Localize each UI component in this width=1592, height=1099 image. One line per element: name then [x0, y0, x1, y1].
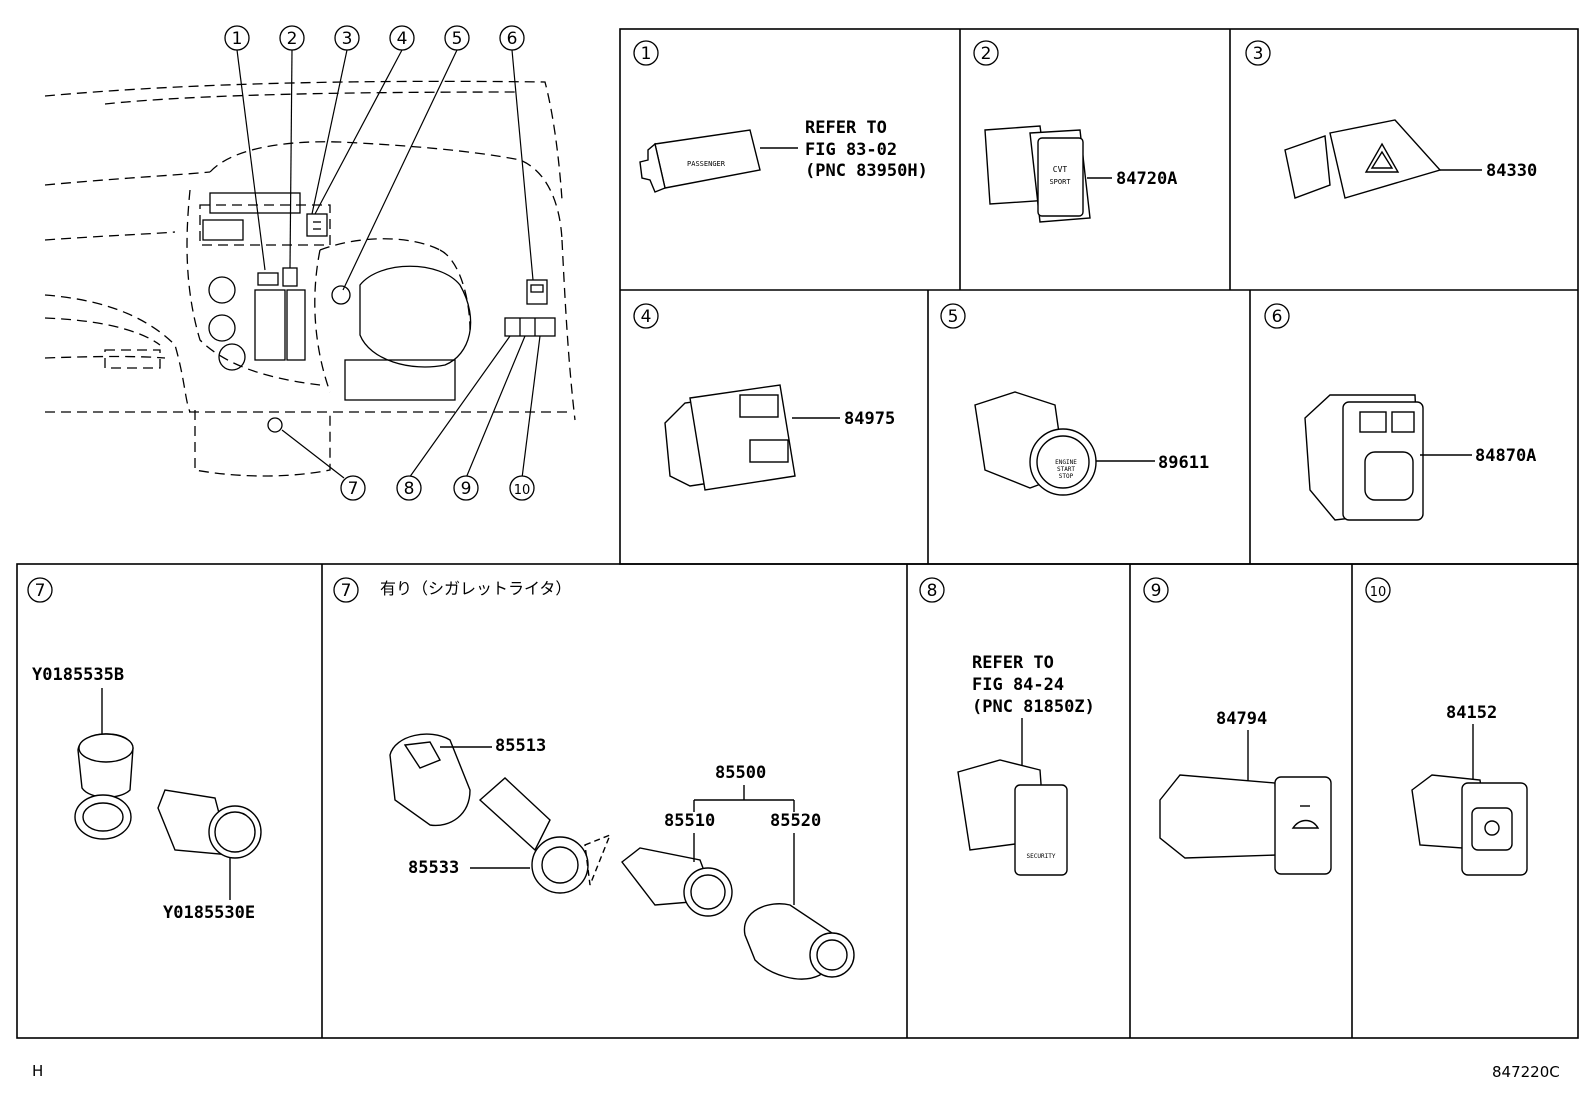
part-Y0185530E: Y0185530E — [163, 903, 255, 923]
panel-number-p1: 1 — [641, 44, 652, 64]
sport-text: SPORT — [1049, 178, 1071, 186]
panel-number-p7b: 7 — [341, 581, 352, 601]
callout-2-circle — [279, 25, 305, 51]
panel-number-p1-circle — [633, 40, 659, 66]
panel-8-switch-drawing: SECURITY — [957, 718, 1068, 876]
stop-text: STOP — [1059, 473, 1074, 480]
part-85520: 85520 — [770, 811, 821, 831]
panel-number-p4-circle — [633, 303, 659, 329]
part-84720A: 84720A — [1116, 169, 1177, 189]
callout-5-circle — [444, 25, 470, 51]
panel-7b-title: 有り（シガレットライタ） — [380, 579, 571, 598]
panel-number-p10: 10 — [1370, 585, 1387, 600]
panel-number-p5-circle — [940, 303, 966, 329]
refer-line-3: (PNC 81850Z) — [972, 697, 1095, 717]
panel-number-p6-circle — [1264, 303, 1290, 329]
dashboard-overview-solid — [202, 192, 556, 433]
part-85510: 85510 — [664, 811, 715, 831]
panel-7b-drawing — [389, 733, 855, 980]
callout-7-circle — [340, 475, 366, 501]
panel-9-switch-drawing — [1159, 730, 1332, 875]
panel-number-p7a: 7 — [35, 581, 46, 601]
panel-number-p4: 4 — [641, 307, 652, 327]
refer-line-3: (PNC 83950H) — [805, 161, 928, 181]
part-84330: 84330 — [1486, 161, 1537, 181]
callout-2: 2 — [287, 29, 298, 49]
callout-leaders — [236, 49, 541, 479]
panel-4-switch-drawing — [664, 384, 840, 491]
callouts-bottom: 7 8 9 10 — [340, 475, 535, 501]
callout-4: 4 — [397, 29, 408, 49]
part-Y0185535B: Y0185535B — [32, 665, 124, 685]
footer-left-code: H — [32, 1062, 44, 1080]
panel-5-switch-drawing: ENGINE START STOP — [974, 391, 1155, 496]
refer-line-1: REFER TO — [972, 653, 1054, 673]
part-89611: 89611 — [1158, 453, 1209, 473]
upper-panels-frame — [619, 28, 1579, 565]
callout-5: 5 — [452, 29, 463, 49]
callout-8: 8 — [404, 479, 415, 499]
engine-text: ENGINE — [1055, 459, 1077, 466]
callout-9: 9 — [461, 479, 472, 499]
panel-10-switch-drawing — [1411, 724, 1528, 876]
panel-number-p7a-circle — [27, 577, 53, 603]
panel-8-refer: REFER TO FIG 84-24 (PNC 81850Z) — [972, 653, 1095, 717]
refer-line-2: FIG 84-24 — [972, 675, 1064, 695]
callouts-top: 1 2 3 4 5 6 — [224, 25, 525, 51]
callout-3: 3 — [342, 29, 353, 49]
panel-number-p9-circle — [1143, 577, 1169, 603]
callout-6: 6 — [507, 29, 518, 49]
cvt-text: CVT — [1053, 165, 1068, 174]
footer-figure-code: 847220C — [1492, 1063, 1560, 1081]
callout-6-circle — [499, 25, 525, 51]
security-text: SECURITY — [1027, 853, 1056, 860]
panel-7a-drawing — [74, 688, 262, 900]
refer-line-1: REFER TO — [805, 118, 887, 138]
lower-panels-frame — [16, 563, 1579, 1039]
panel-number-p8-circle — [919, 577, 945, 603]
panel-number-p5: 5 — [948, 307, 959, 327]
callout-1-circle — [224, 25, 250, 51]
callout-10-circle — [509, 475, 535, 501]
panel-number-p10-circle — [1365, 577, 1391, 603]
part-85513: 85513 — [495, 736, 546, 756]
start-text: START — [1057, 466, 1075, 473]
panel-number-p7b-circle — [333, 577, 359, 603]
part-84152: 84152 — [1446, 703, 1497, 723]
panel-number-p2: 2 — [981, 44, 992, 64]
passenger-button-text: PASSENGER — [687, 160, 726, 168]
part-84975: 84975 — [844, 409, 895, 429]
panel-3-switch-drawing — [1284, 119, 1482, 199]
panel-6-switch-drawing — [1304, 394, 1472, 521]
panel-number-p8: 8 — [927, 581, 938, 601]
panel-number-p2-circle — [973, 40, 999, 66]
panel-1-refer: REFER TO FIG 83-02 (PNC 83950H) — [805, 118, 928, 181]
callout-4-circle — [389, 25, 415, 51]
dashboard-overview — [44, 80, 576, 477]
callout-10: 10 — [514, 483, 531, 498]
part-84870A: 84870A — [1475, 446, 1536, 466]
callout-9-circle — [453, 475, 479, 501]
callout-1: 1 — [232, 29, 243, 49]
callout-3-circle — [334, 25, 360, 51]
panel-number-p6: 6 — [1272, 307, 1283, 327]
panel-2-switch-drawing: CVT SPORT — [984, 125, 1112, 223]
part-84794: 84794 — [1216, 709, 1267, 729]
callout-7: 7 — [348, 479, 359, 499]
panel-numbers: 1 2 3 4 5 6 7 7 8 9 10 — [27, 40, 1391, 603]
refer-line-2: FIG 83-02 — [805, 140, 897, 160]
panel-number-p3-circle — [1245, 40, 1271, 66]
panel-number-p9: 9 — [1151, 581, 1162, 601]
panel-1-switch-drawing: PASSENGER — [639, 129, 798, 193]
part-85500: 85500 — [715, 763, 766, 783]
callout-8-circle — [396, 475, 422, 501]
panel-number-p3: 3 — [1253, 44, 1264, 64]
part-85533: 85533 — [408, 858, 459, 878]
